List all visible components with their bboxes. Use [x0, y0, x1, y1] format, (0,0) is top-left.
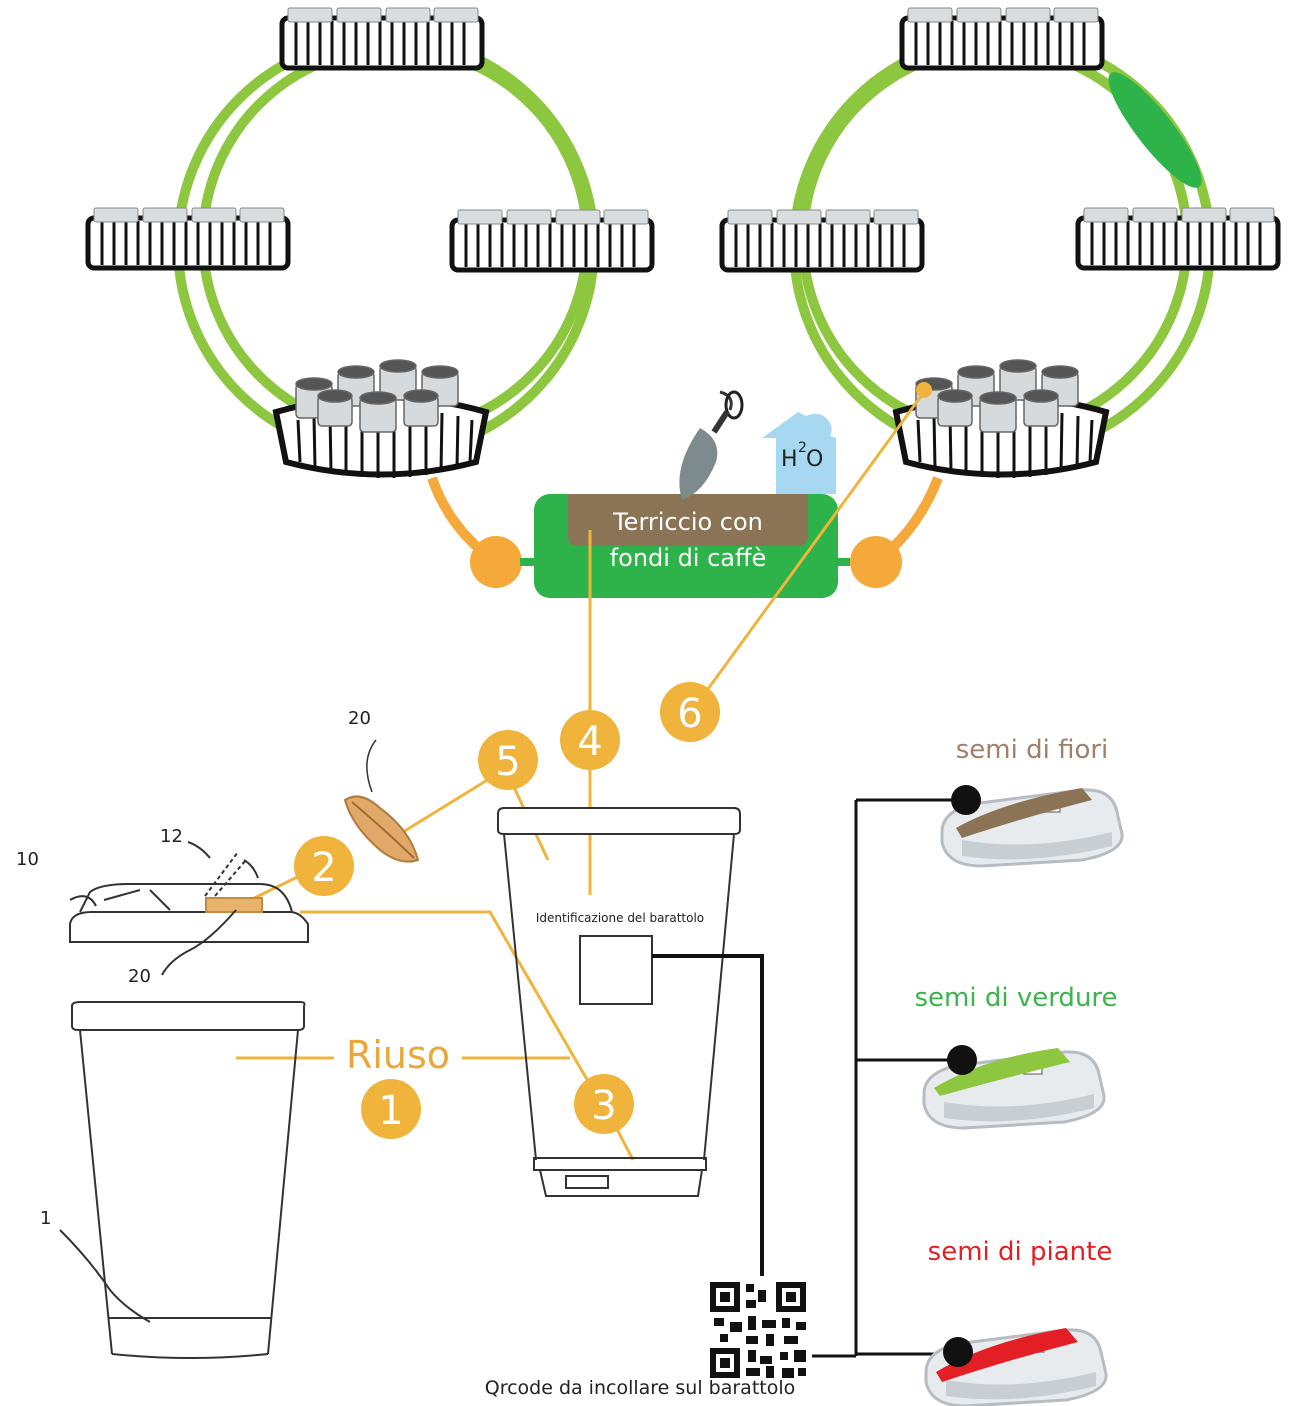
ref-1: 1 [40, 1208, 51, 1229]
qr-connector [652, 954, 764, 1276]
step-2-number: 2 [311, 845, 336, 891]
soil-module: Terriccio con fondi di caffè [534, 494, 838, 598]
left-planter-left [88, 208, 288, 268]
step-4-number: 4 [577, 719, 602, 765]
qr-caption: Qrcode da incollare sul barattolo [485, 1377, 796, 1399]
left-connector-node [470, 536, 522, 588]
soil-label-line2: fondi di caffè [610, 544, 767, 572]
ref-20-lid: 20 [128, 966, 151, 987]
left-planter-right [452, 210, 652, 270]
step-2: 2 [294, 836, 354, 896]
step-5-number: 5 [495, 739, 520, 785]
jar-label-box [579, 935, 653, 1005]
label-seeds-plants: semi di piante [928, 1237, 1113, 1267]
seed-icon: 20 [343, 708, 420, 863]
right-planter-right [1078, 208, 1278, 268]
lid-plants [924, 1328, 1108, 1406]
label-seeds-vegetables: semi di verdure [914, 983, 1117, 1013]
ref-20-seed: 20 [348, 708, 371, 729]
right-planter-left [722, 210, 922, 270]
hanging-pot-marker [916, 382, 932, 398]
step-1: 1 [361, 1079, 421, 1139]
water-drop-icon: H 2 O [762, 412, 836, 494]
seed-branch-lines [812, 798, 966, 1358]
cup-drawing [59, 1001, 306, 1359]
step-3: 3 [574, 1074, 634, 1134]
right-planter-tower [722, 8, 1278, 478]
right-planter-top [902, 8, 1102, 68]
water-o: O [806, 447, 823, 472]
label-seeds-flowers: semi di fiori [956, 735, 1109, 765]
water-label: H [781, 447, 798, 472]
leaf-icon [1108, 72, 1202, 188]
jar-drawing [497, 807, 741, 1197]
ref-10: 10 [16, 849, 39, 870]
step-4: 4 [560, 710, 620, 770]
right-planter-bottom [896, 360, 1106, 478]
water-subscript: 2 [798, 440, 807, 456]
step-1-number: 1 [378, 1088, 403, 1134]
soil-label-line1: Terriccio con [612, 508, 763, 536]
jar-id-label: Identificazione del barattolo [536, 911, 704, 925]
cup-lid-drawing [69, 841, 309, 976]
ref-12: 12 [160, 826, 183, 847]
riuso-label: Riuso [346, 1033, 450, 1077]
lid-flowers [940, 785, 1124, 868]
left-planter-bottom [276, 360, 486, 478]
step-6-number: 6 [677, 691, 702, 737]
lid-vegetables [922, 1045, 1106, 1130]
left-planter-top [282, 8, 482, 68]
step-5: 5 [478, 730, 538, 790]
qr-code-icon [710, 1282, 806, 1378]
left-planter-tower [88, 8, 652, 478]
step-3-number: 3 [591, 1083, 616, 1129]
trowel-icon [679, 390, 744, 500]
step-6: 6 [660, 682, 720, 742]
right-connector-node [850, 536, 902, 588]
